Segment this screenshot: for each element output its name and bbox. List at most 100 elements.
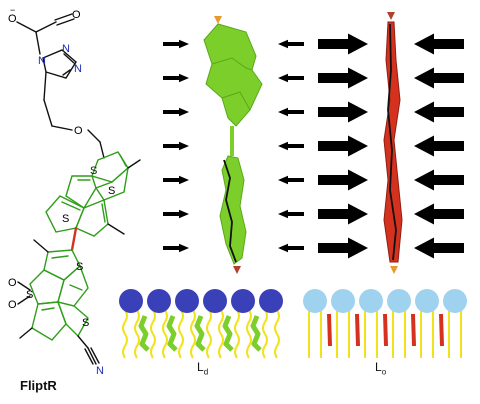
small-arrow-left — [278, 73, 304, 83]
lipid-head — [303, 289, 327, 313]
lipid-head — [119, 289, 143, 313]
lipid-tail — [262, 309, 268, 359]
embedded-probe — [194, 315, 206, 352]
atom-s1: S — [90, 165, 97, 177]
planar-flipper-probe — [383, 12, 403, 274]
small-arrow-right — [163, 107, 189, 117]
large-arrow-right — [318, 169, 368, 191]
embedded-probe — [250, 315, 262, 352]
lipid-head — [231, 289, 255, 313]
large-arrow-left — [414, 135, 464, 157]
phase-label-ld: Ld — [197, 360, 208, 376]
small-arrow-left — [278, 175, 304, 185]
twisted-flipper-body — [219, 155, 247, 265]
embedded-probe — [138, 315, 150, 352]
planar-flipper-body — [383, 21, 403, 263]
lipid-head — [203, 289, 227, 313]
atom-s5: S — [82, 317, 89, 329]
embedded-probe — [411, 313, 416, 347]
lipid-tail — [134, 309, 140, 359]
large-arrow-right — [318, 33, 368, 55]
lipid-head — [259, 289, 283, 313]
small-arrow-left — [278, 107, 304, 117]
molecule-name: FliptR — [20, 378, 57, 393]
large-arrow-right — [318, 101, 368, 123]
lipid-tail — [122, 309, 128, 359]
small-arrow-left — [278, 243, 304, 253]
lipid-head — [359, 289, 383, 313]
large-arrow-left — [414, 169, 464, 191]
large-arrow-right — [318, 237, 368, 259]
large-arrow-right — [318, 67, 368, 89]
embedded-probe — [355, 313, 360, 347]
lipid-tail — [178, 309, 184, 359]
large-arrow-right — [318, 135, 368, 157]
atom-o-sulfone2: O — [8, 299, 17, 311]
lipid-tail — [190, 309, 196, 359]
lipid-tail — [206, 309, 212, 359]
small-arrow-right — [163, 39, 189, 49]
lipid-tail — [150, 309, 156, 359]
atom-o-ether: O — [74, 125, 83, 137]
large-arrow-left — [414, 237, 464, 259]
lipid-head — [415, 289, 439, 313]
phase-label-lo: Lo — [375, 360, 386, 376]
atom-n1: N — [38, 55, 46, 67]
large-arrow-left — [414, 101, 464, 123]
large-arrow-left — [414, 67, 464, 89]
atom-s-sulfone: S — [26, 289, 33, 301]
large-arrow-left — [414, 33, 464, 55]
small-arrow-right — [163, 243, 189, 253]
lipid-tail — [246, 309, 252, 359]
flipper-bottom-marker — [233, 266, 241, 274]
twisted-flipper-head — [203, 23, 263, 127]
atom-o-sulfone1: O — [8, 277, 17, 289]
lipid-tail — [162, 309, 168, 359]
phase-lo-subscript: o — [381, 367, 387, 377]
lipid-head — [331, 289, 355, 313]
small-arrow-left — [278, 209, 304, 219]
phase-ld-subscript: d — [203, 367, 209, 377]
planar-top-marker — [387, 12, 395, 20]
atom-o-carbonyl: O — [72, 9, 81, 21]
atom-n3: N — [74, 63, 82, 75]
fliptr-structure — [16, 13, 141, 365]
flipper-top-marker — [214, 16, 222, 24]
lipid-head — [147, 289, 171, 313]
atom-s4: S — [76, 261, 83, 273]
lipid-head — [443, 289, 467, 313]
lipid-head — [175, 289, 199, 313]
lipid-head — [387, 289, 411, 313]
embedded-probe — [166, 315, 178, 352]
small-arrow-right — [163, 209, 189, 219]
planar-bottom-marker — [390, 266, 398, 274]
lipid-tail — [234, 309, 240, 359]
pressure-arrows — [163, 33, 464, 259]
atom-n2: N — [62, 43, 70, 55]
small-arrow-left — [278, 39, 304, 49]
atom-o-carboxylate: O — [8, 13, 17, 25]
embedded-probe — [222, 315, 234, 352]
small-arrow-right — [163, 73, 189, 83]
embedded-probe — [439, 313, 444, 347]
large-arrow-left — [414, 203, 464, 225]
atom-s3: S — [62, 213, 69, 225]
small-arrow-right — [163, 175, 189, 185]
membrane-liquid-ordered — [303, 289, 467, 358]
embedded-probe — [327, 313, 332, 347]
atom-labels: O − O N N N O S S S S S O O S N — [8, 5, 115, 377]
small-arrow-right — [163, 141, 189, 151]
lipid-tail — [218, 309, 224, 359]
phase-ld-symbol: L — [197, 360, 204, 374]
embedded-probe — [383, 313, 388, 347]
small-arrow-left — [278, 141, 304, 151]
atom-s2: S — [108, 185, 115, 197]
phase-lo-symbol: L — [375, 360, 382, 374]
membrane-liquid-disordered — [119, 289, 283, 359]
charge-sign: − — [10, 5, 15, 15]
lipid-tail — [274, 309, 280, 359]
twisted-flipper-probe — [203, 16, 263, 274]
large-arrow-right — [318, 203, 368, 225]
atom-n-nitrile: N — [96, 365, 104, 377]
